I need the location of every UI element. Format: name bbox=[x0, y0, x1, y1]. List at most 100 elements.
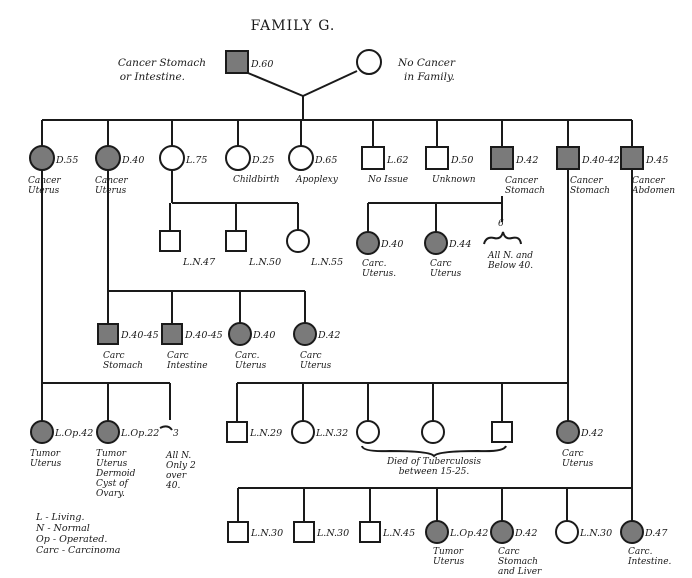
person-text: D.60 bbox=[250, 59, 273, 70]
person-text: D.45 bbox=[645, 155, 668, 166]
person-circle bbox=[356, 49, 382, 75]
person-circle: L.N.30 bbox=[555, 520, 612, 544]
circle-symbol bbox=[356, 231, 380, 255]
person-text: Below 40. bbox=[487, 261, 533, 271]
person-text: Stomach bbox=[505, 186, 545, 196]
chart-title: FAMILY G. bbox=[251, 18, 336, 34]
person-text: L.N.50 bbox=[248, 257, 281, 268]
person-text: or Intestine. bbox=[120, 71, 185, 83]
square-symbol bbox=[225, 230, 247, 252]
person-text: Cyst of bbox=[96, 479, 129, 489]
person-text: Uterus bbox=[300, 361, 332, 371]
person-text: Uterus bbox=[30, 459, 62, 469]
person-text: Tumor bbox=[30, 449, 61, 459]
circle-symbol bbox=[30, 420, 54, 444]
person-circle: L.N.55 bbox=[286, 229, 343, 268]
circle-symbol bbox=[159, 145, 185, 171]
circle-symbol bbox=[96, 420, 120, 444]
circle-symbol bbox=[620, 520, 644, 544]
square-symbol bbox=[620, 146, 644, 170]
person-text: D.40 bbox=[380, 239, 403, 250]
person-text: Stomach bbox=[498, 557, 538, 567]
person-text: Uterus bbox=[562, 459, 594, 469]
brace bbox=[159, 425, 173, 431]
person-square: L.N.29 bbox=[226, 421, 282, 443]
circle-symbol bbox=[556, 420, 580, 444]
person-text: D.42 bbox=[580, 428, 603, 439]
person-text: D.55 bbox=[55, 155, 78, 166]
person-text: Tumor bbox=[96, 449, 127, 459]
person-text: Unknown bbox=[432, 175, 476, 185]
person-text: Carc bbox=[498, 547, 520, 557]
person-text: Intestine bbox=[166, 361, 208, 371]
circle-symbol bbox=[356, 420, 380, 444]
person-text: D.40-45 bbox=[184, 330, 223, 341]
person-text: 3 bbox=[173, 429, 179, 439]
person-text: Abdomen bbox=[631, 186, 675, 196]
person-text: Intestine. bbox=[627, 557, 672, 567]
circle-symbol bbox=[29, 145, 55, 171]
person-text: All N. bbox=[165, 451, 191, 461]
person-text: Uterus. bbox=[362, 269, 396, 279]
person-square: L.N.30 bbox=[293, 521, 349, 543]
person-text: Carc. bbox=[362, 259, 387, 269]
person-text: Carc bbox=[430, 259, 452, 269]
circle-symbol bbox=[421, 420, 445, 444]
person-text: L.N.30 bbox=[316, 528, 349, 539]
person-text: D.42 bbox=[515, 155, 538, 166]
person-text: 40. bbox=[165, 481, 180, 491]
square-symbol bbox=[491, 421, 513, 443]
person-text: over bbox=[166, 471, 187, 481]
person-text: 6 bbox=[498, 219, 504, 229]
person-text: L.N.30 bbox=[579, 528, 612, 539]
person-text: Uterus bbox=[430, 269, 462, 279]
circle-symbol bbox=[293, 322, 317, 346]
circle-symbol bbox=[425, 520, 449, 544]
circle-symbol bbox=[286, 229, 310, 253]
person-text: Uterus bbox=[95, 186, 127, 196]
person-text: Cancer bbox=[95, 176, 128, 186]
person-text: Carc bbox=[300, 351, 322, 361]
person-square bbox=[491, 421, 513, 443]
person-text: Carc. bbox=[235, 351, 260, 361]
person-text: L.N.29 bbox=[249, 428, 282, 439]
circle-symbol bbox=[555, 520, 579, 544]
person-text: and Liver bbox=[498, 567, 542, 577]
person-circle bbox=[356, 420, 380, 444]
person-circle bbox=[421, 420, 445, 444]
person-text: L.Op.42 bbox=[54, 428, 93, 439]
person-square: L.N.47 bbox=[159, 230, 216, 268]
person-square: L.N.50 bbox=[225, 230, 281, 268]
person-text: in Family. bbox=[404, 71, 455, 83]
person-text: D.47 bbox=[644, 528, 668, 539]
circle-symbol bbox=[288, 145, 314, 171]
person-text: L - Living. bbox=[35, 512, 85, 523]
person-text: L.Op.22 bbox=[120, 428, 159, 439]
person-text: Ovary. bbox=[96, 489, 125, 499]
person-text: Died of Tuberculosis bbox=[386, 457, 481, 467]
person-text: No Issue bbox=[367, 175, 408, 185]
person-text: Stomach bbox=[570, 186, 610, 196]
